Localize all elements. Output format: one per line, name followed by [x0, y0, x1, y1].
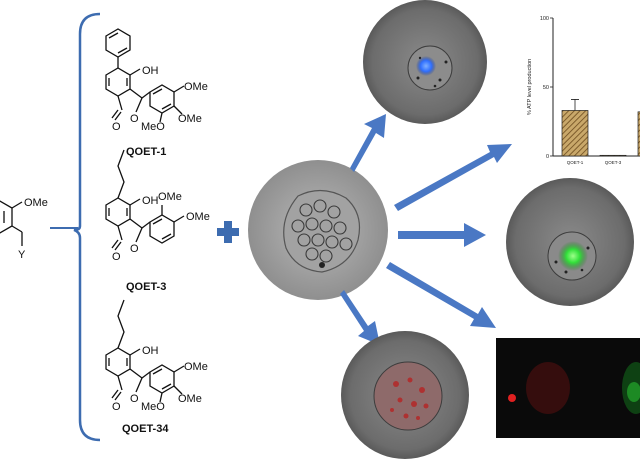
qoet-34-ome-a: OMe — [184, 361, 208, 373]
core-structure: OMe Y — [0, 197, 48, 261]
chart-bar — [561, 110, 589, 157]
blue-stain-cell-image — [363, 0, 487, 124]
arrow-to-green — [398, 223, 486, 247]
qoet-3-ome-a: OMe — [158, 191, 182, 203]
plus-icon — [217, 221, 239, 243]
green-stain-cell-image — [506, 178, 634, 306]
qoet-1-o2: O — [130, 113, 139, 125]
qoet-34-meo: MeO — [141, 401, 165, 413]
qoet-3-o2: O — [130, 243, 139, 255]
qoet-1-meo: MeO — [141, 121, 165, 133]
fluorescence-panel-image — [496, 338, 640, 438]
qoet-3-ome-b: OMe — [186, 211, 210, 223]
qoet-34-structure: OH O O OMe OMe MeO — [105, 299, 208, 413]
qoet-1-ome-b: OMe — [178, 113, 202, 125]
qoet-34-o1: O — [112, 401, 121, 413]
chart-bar — [599, 154, 627, 157]
qoet-1-structure: OH O O OMe OMe MeO — [105, 28, 208, 133]
compound-bracket — [73, 12, 101, 442]
arrow-to-fluor — [386, 262, 496, 328]
qoet-34-label: QOET-34 — [122, 423, 169, 435]
arrows — [340, 114, 512, 345]
chart-ytick-label: 0 — [546, 154, 549, 160]
qoet-1-label: QOET-1 — [126, 146, 166, 158]
core-y-label: Y — [18, 249, 26, 261]
arrow-to-blue — [350, 114, 386, 172]
qoet-34-oh: OH — [142, 345, 159, 357]
core-ome-label: OMe — [24, 197, 48, 209]
qoet-3-structure: OH O O OMe OMe — [105, 149, 210, 263]
qoet-1-oh: OH — [142, 65, 159, 77]
red-stain-cell-image — [341, 331, 469, 459]
arrow-to-chart — [394, 144, 512, 211]
chart-xtick-label: QOET-3 — [605, 160, 622, 165]
chart-error-bar — [571, 99, 579, 111]
atp-bar-chart: % ATP level production 0 50 100 QOET-1 QOET… — [527, 16, 640, 165]
chart-xtick-label: QOET-1 — [567, 160, 584, 165]
qoet-1-ome-a: OMe — [184, 81, 208, 93]
qoet-1-o1: O — [112, 121, 121, 133]
chart-bar — [637, 111, 640, 157]
chart-ytick-label: 50 — [543, 85, 549, 91]
qoet-34-ome-b: OMe — [178, 393, 202, 405]
chart-ytick-label: 100 — [540, 16, 549, 22]
arrow-to-red — [340, 290, 380, 345]
qoet-34-o2: O — [130, 393, 139, 405]
central-cell-image — [248, 160, 388, 300]
chart-ylabel: % ATP level production — [527, 59, 533, 115]
qoet-3-label: QOET-3 — [126, 281, 166, 293]
qoet-3-o1: O — [112, 251, 121, 263]
qoet-3-oh: OH — [142, 195, 159, 207]
